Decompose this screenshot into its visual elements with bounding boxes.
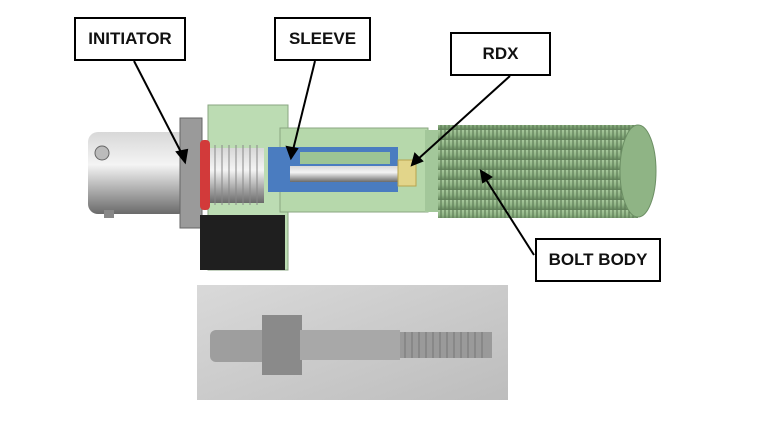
bolt-body-label: BOLT BODY	[535, 238, 661, 282]
sleeve-label: SLEEVE	[274, 17, 371, 61]
initiator-label: INITIATOR	[74, 17, 186, 61]
leader-arrows	[133, 60, 535, 256]
initiator-part	[88, 117, 203, 229]
housing-part	[200, 104, 429, 271]
rdx-charge	[397, 159, 417, 187]
rdx-label: RDX	[450, 32, 551, 76]
bolt-photo	[197, 285, 508, 400]
bolt-body-part	[425, 124, 657, 218]
seal-ring	[200, 140, 210, 210]
sleeve-part	[268, 147, 398, 192]
